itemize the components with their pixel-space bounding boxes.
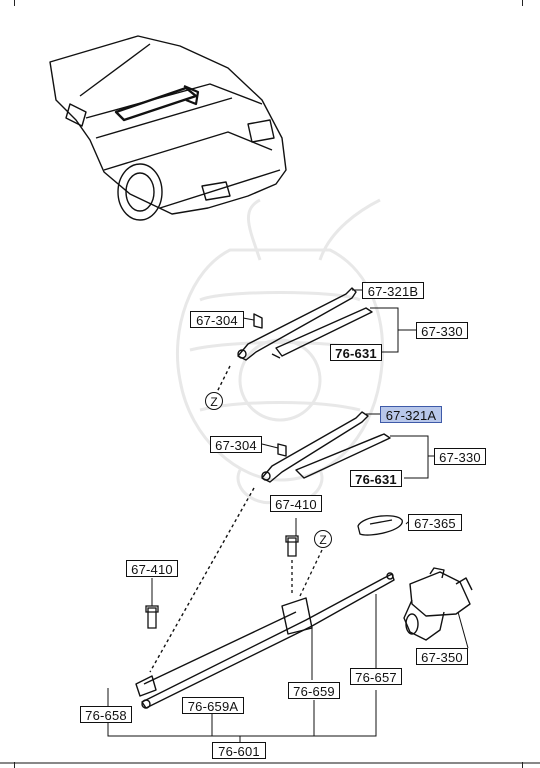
part-label-nut-bottom[interactable]: 67-304	[210, 436, 262, 453]
corner-mark-top-left	[14, 0, 15, 6]
pivot-cap	[357, 515, 403, 536]
corner-mark-bottom-left	[14, 762, 15, 768]
part-label-bolt-left[interactable]: 67-410	[126, 560, 178, 577]
part-label-motor[interactable]: 67-350	[416, 648, 468, 665]
wiper-motor	[403, 567, 473, 641]
bolts	[145, 535, 323, 629]
part-label-pivot-right[interactable]: 76-659	[288, 682, 340, 699]
corner-mark-bottom-right	[522, 762, 523, 768]
ref-mark-z-top: Z	[205, 392, 223, 410]
part-label-bolt-right[interactable]: 67-410	[270, 495, 322, 512]
upper-wiper	[213, 287, 373, 399]
part-label-blade-bottom[interactable]: 67-330	[434, 448, 486, 465]
part-label-blade-rubber-top[interactable]: 76-631	[330, 344, 382, 361]
part-label-pivot-left[interactable]: 76-658	[80, 706, 132, 723]
part-label-arm-a[interactable]: 67-321A	[380, 406, 442, 423]
part-label-arm-b[interactable]: 67-321B	[362, 282, 424, 299]
corner-mark-top-right	[522, 0, 523, 6]
car-illustration	[49, 35, 287, 221]
wiper-linkage	[135, 572, 395, 709]
part-label-link-long[interactable]: 76-659A	[182, 697, 244, 714]
part-label-blade-rubber-bottom[interactable]: 76-631	[350, 470, 402, 487]
part-label-blade-top[interactable]: 67-330	[416, 322, 468, 339]
part-label-nut-top[interactable]: 67-304	[190, 311, 244, 328]
part-label-linkage-assy[interactable]: 76-601	[212, 742, 266, 759]
ref-mark-z-bottom: Z	[314, 530, 332, 548]
lower-wiper	[149, 411, 391, 673]
part-label-link-short[interactable]: 76-657	[350, 668, 402, 685]
part-label-cap[interactable]: 67-365	[408, 514, 462, 531]
